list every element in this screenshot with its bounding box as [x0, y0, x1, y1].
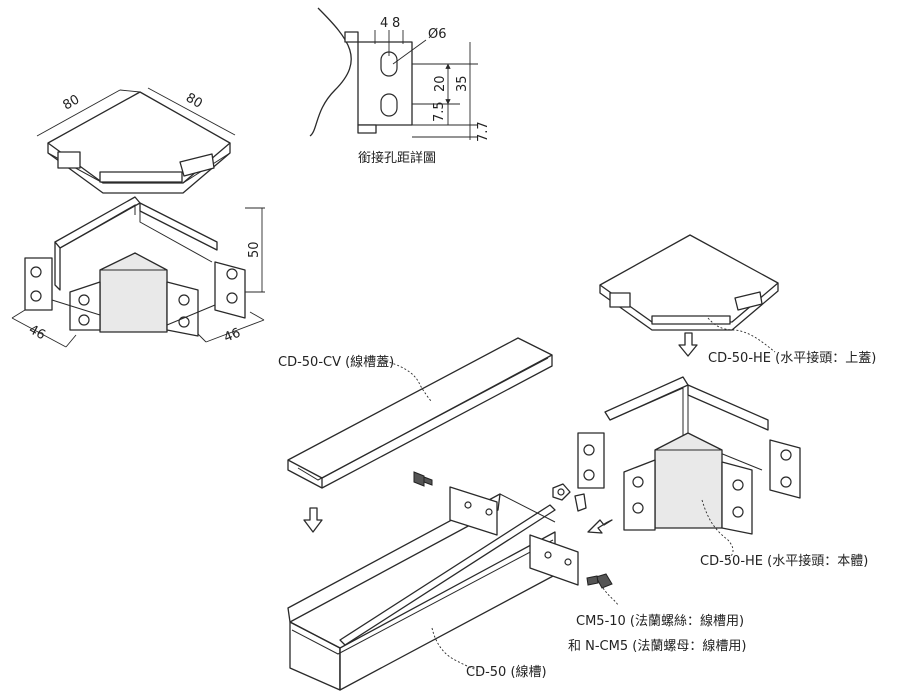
body-dim-height: 50 [247, 241, 262, 258]
detail-dim-diameter: Ø6 [428, 27, 447, 42]
body-flange-right [214, 261, 246, 319]
cover-label: CD-50-CV (線槽蓋) [278, 354, 394, 370]
he-top-label: CD-50-HE (水平接頭：上蓋) [708, 350, 876, 366]
cover-dim-b: 80 [183, 90, 205, 111]
flange-screw-bottom-head [595, 573, 613, 589]
duct-cover-drawing: CD-50-CV (線槽蓋) [278, 337, 553, 533]
body-dim-b: 46 [222, 326, 243, 346]
he-body-label: CD-50-HE (水平接頭：本體) [700, 553, 868, 569]
body-flange-left [24, 257, 53, 311]
cover-down-arrow [303, 507, 323, 533]
body-dim-a: 46 [26, 322, 48, 343]
detail-dim-4: 4 [380, 16, 388, 31]
he-inner-wall [654, 432, 723, 529]
detail-dim-75: 7.5 [432, 101, 447, 122]
detail-caption: 銜接孔距詳圖 [358, 150, 436, 166]
fasteners-drawing: CM5-10 (法蘭螺絲：線槽用) 和 N-CM5 (法蘭螺母：線槽用) [413, 471, 746, 654]
detail-dim-20: 20 [433, 75, 448, 92]
nut-label: 和 N-CM5 (法蘭螺母：線槽用) [568, 638, 746, 654]
detail-dim-35: 35 [455, 75, 470, 92]
elbow-cover-drawing: 80 80 [36, 87, 236, 194]
cover-tab-left [57, 151, 81, 169]
he-top-down-arrow [678, 332, 698, 357]
he-body-drawing: CD-50-HE (水平接頭：本體) [577, 376, 868, 569]
hole-detail-drawing: 4 8 Ø6 20 7.5 35 7.7 銜接孔距詳圖 [309, 7, 491, 166]
elbow-body-drawing: 50 46 46 [11, 196, 265, 348]
cover-dim-a: 80 [61, 92, 83, 113]
screw-label: CM5-10 (法蘭螺絲：線槽用) [576, 613, 744, 629]
he-body-arrow [587, 519, 613, 534]
duct-joint-plate-left [449, 486, 498, 536]
detail-slot-lower [380, 93, 398, 117]
detail-dim-77: 7.7 [476, 121, 491, 142]
duct-label: CD-50 (線槽) [466, 664, 547, 680]
duct-joint-plate-right [529, 534, 579, 586]
body-inner-wall [99, 252, 168, 333]
he-flange-right [769, 439, 801, 499]
duct-drawing: CD-50 (線槽) [287, 486, 579, 691]
flange-screw-top-head [413, 471, 425, 487]
cover-tab-right [179, 153, 215, 177]
detail-dim-8: 8 [392, 16, 400, 31]
he-top-cover-drawing: CD-50-HE (水平接頭：上蓋) [599, 234, 876, 366]
